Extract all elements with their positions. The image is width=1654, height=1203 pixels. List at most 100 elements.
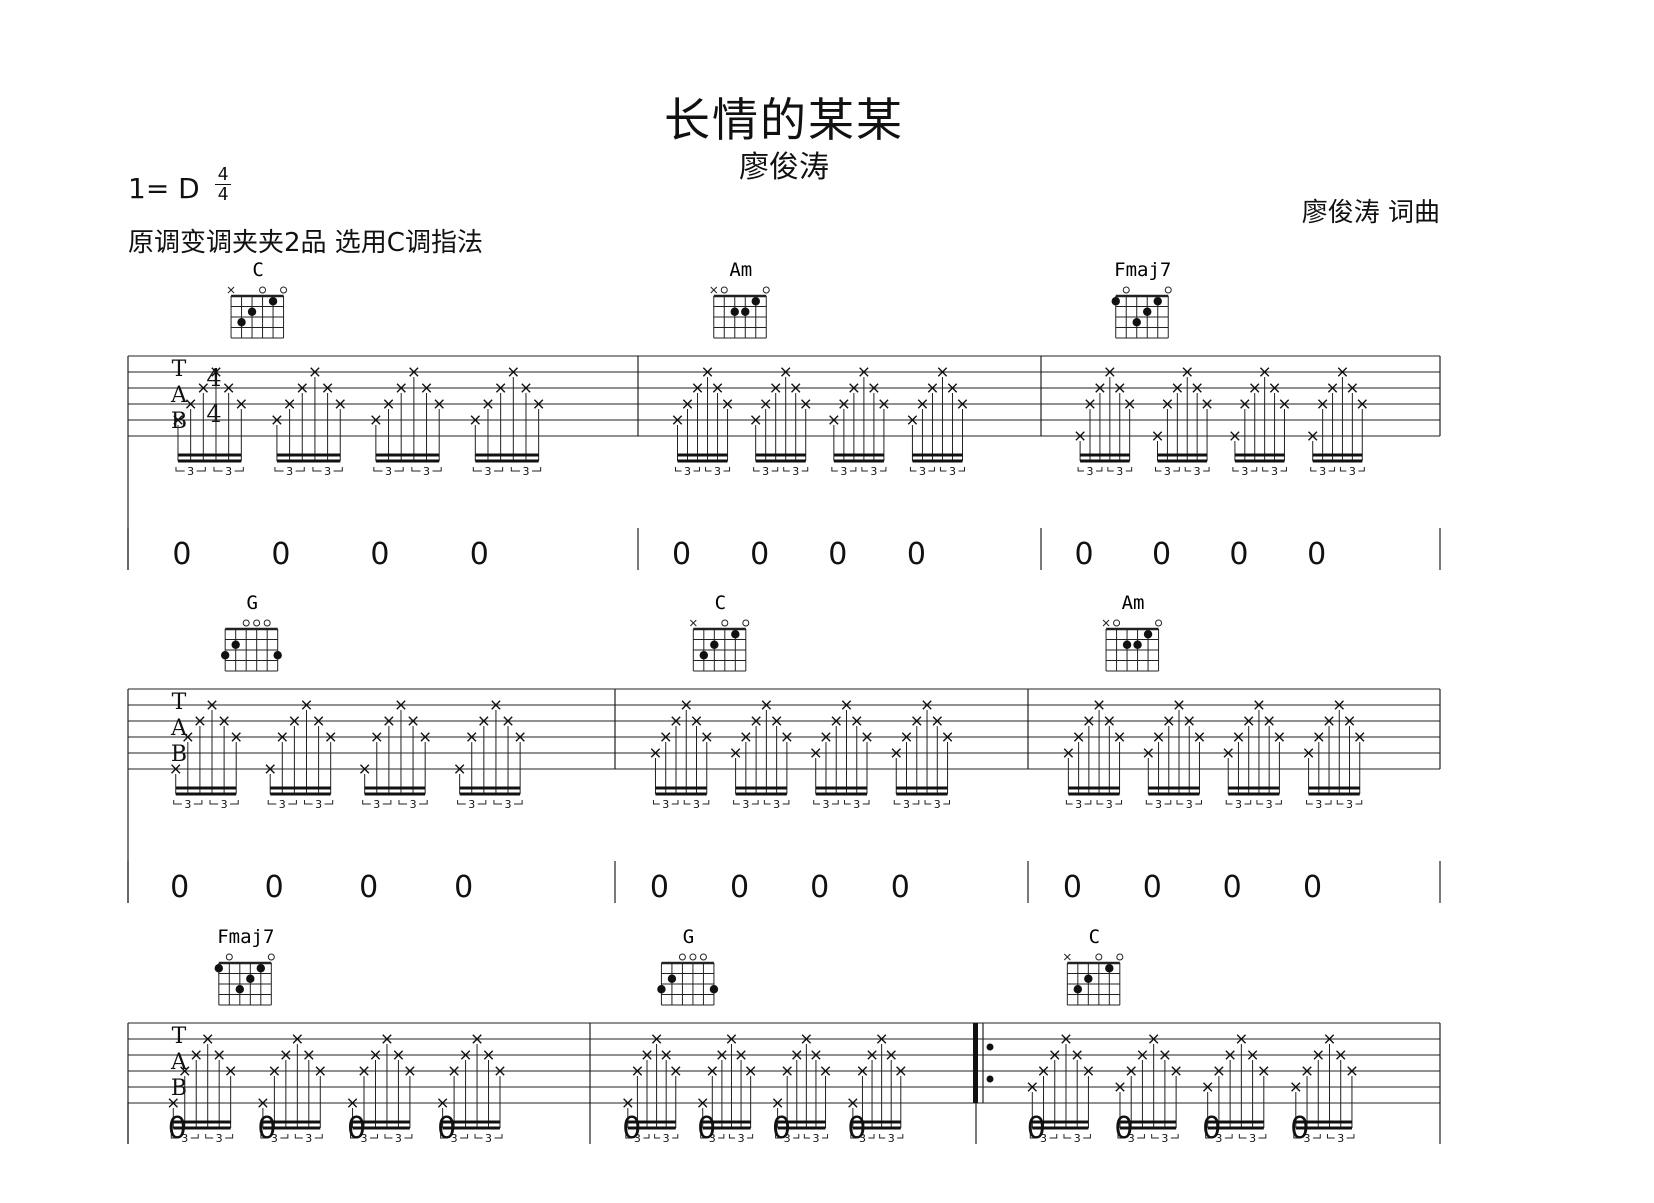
triplet-bracket <box>1065 800 1092 805</box>
tab-clef-letter: B <box>171 742 187 767</box>
finger-dot <box>1105 964 1114 973</box>
rest-zero: 0 <box>697 1111 716 1144</box>
chord-name: Am <box>729 259 752 281</box>
dead-note-x <box>1115 1082 1125 1092</box>
dead-note-x <box>383 399 394 409</box>
dead-note-x <box>225 1066 236 1076</box>
triplet-bracket <box>700 1134 725 1139</box>
triplet-bracket <box>1326 1134 1355 1139</box>
dead-note-x <box>1050 1050 1060 1060</box>
key-signature: 1= D <box>128 172 200 205</box>
triplet-bracket <box>939 467 965 472</box>
dead-note-x <box>726 1034 737 1044</box>
triplet-bracket <box>813 800 839 805</box>
dead-note-x <box>1148 1034 1159 1044</box>
dead-note-x <box>472 1034 482 1044</box>
triplet-bracket <box>625 1134 650 1139</box>
dead-note-x <box>1192 383 1202 393</box>
rest-zero: 0 <box>257 1111 276 1144</box>
triplet-bracket <box>705 467 731 472</box>
triplet-number: 3 <box>784 1132 791 1144</box>
triplet-bracket <box>733 800 759 805</box>
dead-note-x <box>1324 1034 1335 1044</box>
finger-dot <box>741 307 750 316</box>
dead-note-x <box>371 415 381 425</box>
triplet-number: 3 <box>822 798 829 811</box>
muted-string-marker <box>1102 619 1110 627</box>
open-string-marker <box>280 286 288 294</box>
triplet-bracket <box>173 800 203 805</box>
triplet-bracket <box>274 467 305 472</box>
finger-dot <box>256 964 266 973</box>
tab-clef-letter: T <box>172 690 187 715</box>
dead-note-x <box>1174 700 1184 710</box>
triplet-bracket <box>205 1134 234 1139</box>
triplet-number: 3 <box>361 1132 368 1144</box>
triplet-number: 3 <box>1266 798 1273 811</box>
dead-note-x <box>811 1050 821 1060</box>
chord-diagram: Am <box>710 259 770 339</box>
dead-note-x <box>1171 1066 1181 1076</box>
finger-dot <box>1111 297 1120 306</box>
dead-note-x <box>1225 1050 1235 1060</box>
dead-note-x <box>421 383 432 393</box>
rest-zero: 0 <box>907 537 926 572</box>
triplet-number: 3 <box>286 465 293 478</box>
triplet-number: 3 <box>1346 798 1353 811</box>
rest-zero: 0 <box>1114 1111 1133 1144</box>
triplet-bracket <box>267 800 297 805</box>
rest-zero: 0 <box>265 870 284 905</box>
dead-note-x <box>1347 383 1358 393</box>
triplet-number: 3 <box>395 1132 402 1144</box>
dead-note-x <box>1254 700 1264 710</box>
dead-note-x <box>907 415 918 425</box>
dead-note-x <box>1124 399 1135 409</box>
triplet-number: 3 <box>485 1132 492 1144</box>
dead-note-x <box>801 399 811 409</box>
dead-note-x <box>479 716 489 726</box>
triplet-bracket <box>260 1134 289 1139</box>
triplet-number: 3 <box>373 798 380 811</box>
dead-note-x <box>650 748 661 758</box>
dead-note-x <box>839 399 849 409</box>
chord-diagram: Fmaj7 <box>214 926 275 1006</box>
triplet-number: 3 <box>634 1132 641 1144</box>
dead-note-x <box>751 716 761 726</box>
dead-note-x <box>801 1034 812 1044</box>
dead-note-x <box>483 399 493 409</box>
rest-zero: 0 <box>750 537 769 572</box>
triplet-number: 3 <box>187 465 194 478</box>
dead-note-x <box>1291 1082 1301 1092</box>
triplet-number: 3 <box>1106 798 1113 811</box>
dead-note-x <box>957 399 968 409</box>
dead-note-x <box>698 1098 708 1108</box>
dead-note-x <box>1115 383 1125 393</box>
dead-note-x <box>942 732 953 742</box>
dead-note-x <box>722 399 733 409</box>
dead-note-x <box>1143 748 1153 758</box>
rest-zero: 0 <box>672 537 691 572</box>
dead-note-x <box>470 415 481 425</box>
triplet-number: 3 <box>423 465 430 478</box>
dead-note-x <box>359 764 370 774</box>
rest-zero: 0 <box>347 1111 366 1144</box>
dead-note-x <box>672 415 683 425</box>
dead-note-x <box>195 716 205 726</box>
triplet-bracket <box>457 800 487 805</box>
dead-note-x <box>1164 716 1174 726</box>
triplet-number: 3 <box>714 465 721 478</box>
triplet-bracket <box>373 467 404 472</box>
dead-note-x <box>347 1098 358 1108</box>
open-string-marker <box>762 286 770 294</box>
dead-note-x <box>642 1050 652 1060</box>
muted-string-marker <box>710 286 718 294</box>
finger-dot <box>214 964 224 973</box>
repeat-dot <box>986 1043 994 1051</box>
triplet-number: 3 <box>840 465 847 478</box>
dead-note-x <box>1153 732 1164 742</box>
dead-note-x <box>315 1066 325 1076</box>
triplet-number: 3 <box>271 1132 278 1144</box>
dead-note-x <box>1202 399 1212 409</box>
dead-note-x <box>483 1050 494 1060</box>
dead-note-x <box>258 1098 268 1108</box>
